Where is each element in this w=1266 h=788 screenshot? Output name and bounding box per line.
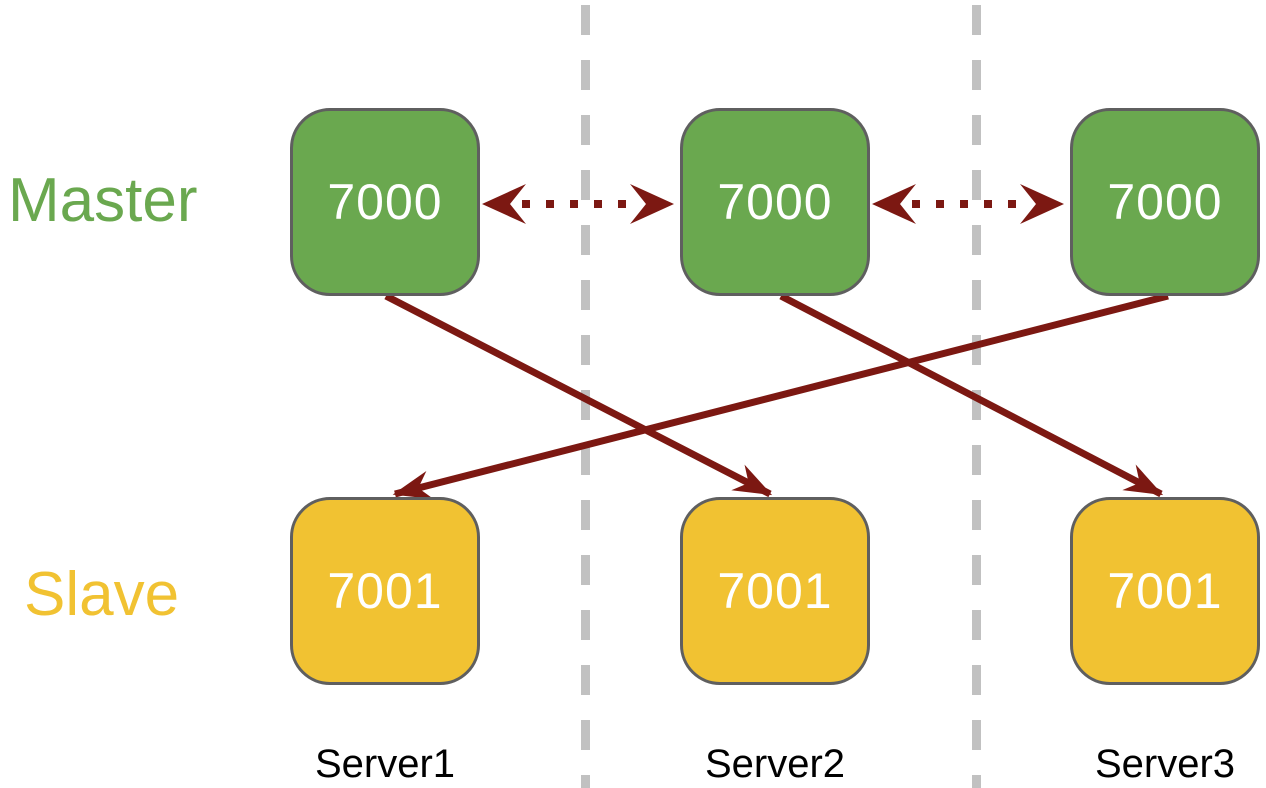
gossip-arrowhead-right-1 [630, 184, 674, 224]
master-node-server1: 7000 [290, 108, 480, 296]
slave-port-label-server2: 7001 [717, 563, 833, 619]
gossip-arrowhead-right-2 [1020, 184, 1064, 224]
server-label-2: Server2 [704, 742, 846, 786]
replication-arrow-master2-slave3 [779, 292, 1164, 498]
slave-node-server1: 7001 [290, 497, 480, 685]
master-port-label-server2: 7000 [717, 174, 833, 230]
replication-arrow-master1-slave2 [384, 292, 773, 498]
slave-port-label-server1: 7001 [327, 563, 443, 619]
master-port-label-server3: 7000 [1107, 174, 1223, 230]
slave-node-server3: 7001 [1070, 497, 1260, 685]
row-label-slave: Slave [24, 560, 180, 629]
replication-arrow-master3-slave1 [392, 292, 1169, 500]
master-port-label-server1: 7000 [327, 174, 443, 230]
master-node-server3: 7000 [1070, 108, 1260, 296]
master-node-server2: 7000 [680, 108, 870, 296]
server-label-3: Server3 [1094, 742, 1236, 786]
slave-node-server2: 7001 [680, 497, 870, 685]
row-label-master: Master [8, 166, 198, 235]
slave-port-label-server3: 7001 [1107, 563, 1223, 619]
server-label-1: Server1 [314, 742, 456, 786]
gossip-arrowhead-left-2 [872, 184, 916, 224]
gossip-arrowhead-left-1 [482, 184, 526, 224]
